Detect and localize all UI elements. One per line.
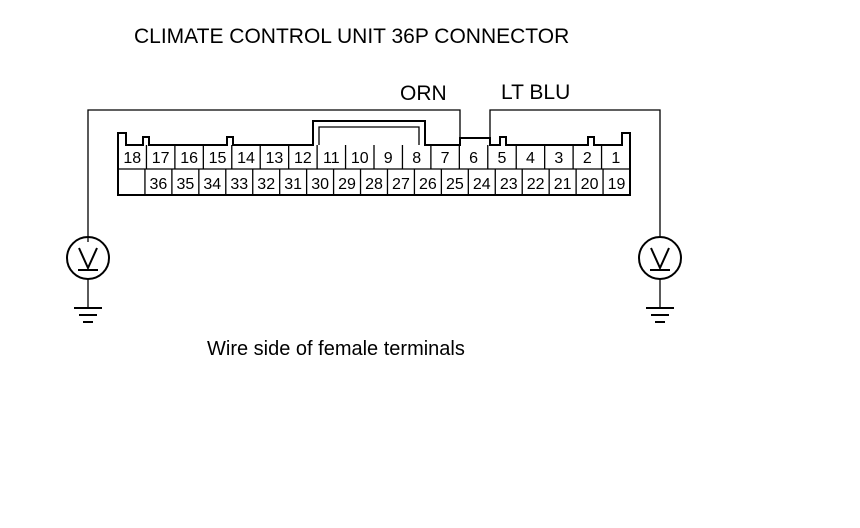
pin-20: 20 [581, 176, 599, 193]
right-voltmeter-v-icon [650, 247, 670, 271]
pin-24: 24 [473, 176, 491, 193]
pin-1: 1 [611, 150, 620, 167]
pin-29: 29 [338, 176, 356, 193]
pin-10: 10 [351, 150, 369, 167]
wire-orn [87, 109, 461, 242]
diagram-caption: Wire side of female terminals [207, 338, 465, 360]
pin-36: 36 [150, 176, 168, 193]
pin-27: 27 [392, 176, 410, 193]
pin-17: 17 [152, 150, 170, 167]
pin-30: 30 [311, 176, 329, 193]
pin-14: 14 [237, 150, 255, 167]
pin-34: 34 [203, 176, 221, 193]
diagram-title: CLIMATE CONTROL UNIT 36P CONNECTOR [134, 25, 569, 48]
pin-3: 3 [554, 150, 563, 167]
pin-6: 6 [469, 150, 478, 167]
pin-11: 11 [323, 150, 340, 167]
pin-19: 19 [608, 176, 626, 193]
right-voltmeter-circle [638, 236, 682, 280]
pin-12: 12 [294, 150, 312, 167]
pin-2: 2 [583, 150, 592, 167]
pin-9: 9 [384, 150, 393, 167]
pin-5: 5 [498, 150, 507, 167]
wire-lt-blu [489, 109, 661, 238]
connector-latch [318, 126, 420, 145]
pin-25: 25 [446, 176, 464, 193]
pin-4: 4 [526, 150, 535, 167]
pin-13: 13 [266, 150, 284, 167]
connector-outline [117, 120, 631, 196]
left-ground-icon [74, 307, 102, 323]
left-voltmeter-v-icon [78, 247, 98, 271]
wire-label-lt-blu: LT BLU [501, 81, 570, 104]
pin-dividers [144, 145, 604, 195]
right-ground-icon [646, 307, 674, 323]
pin-18: 18 [123, 150, 141, 167]
pin-8: 8 [412, 150, 421, 167]
pin-35: 35 [176, 176, 194, 193]
pin-22: 22 [527, 176, 545, 193]
pin-33: 33 [230, 176, 248, 193]
pin-15: 15 [209, 150, 227, 167]
right-voltmeter [638, 236, 682, 323]
pin-23: 23 [500, 176, 518, 193]
wires [87, 109, 661, 242]
left-voltmeter [66, 236, 110, 323]
wire-label-orn: ORN [400, 82, 447, 105]
pin-32: 32 [257, 176, 275, 193]
pin-7: 7 [441, 150, 450, 167]
pin-26: 26 [419, 176, 437, 193]
pin-28: 28 [365, 176, 383, 193]
pin-16: 16 [180, 150, 198, 167]
pin-21: 21 [554, 176, 572, 193]
left-voltmeter-circle [66, 236, 110, 280]
pin-31: 31 [284, 176, 302, 193]
